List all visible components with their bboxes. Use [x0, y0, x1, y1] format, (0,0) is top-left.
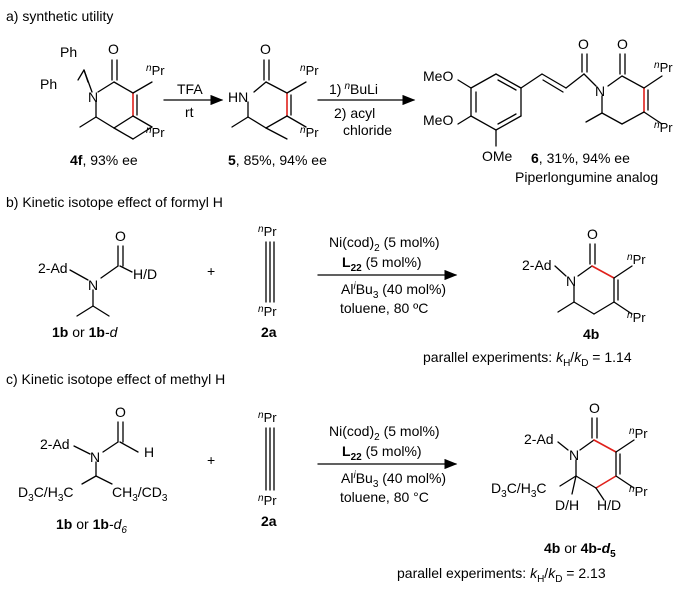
4f-pr-bottom: nPr [146, 125, 165, 140]
arrow1-below: rt [185, 104, 194, 120]
4f-n: N [88, 89, 98, 105]
4bd5-ad: 2-Ad [524, 431, 554, 447]
1b-n: N [88, 277, 98, 293]
1b-hd: H/D [133, 266, 157, 282]
kie-b: parallel experiments: kH/kD = 1.14 [423, 349, 632, 369]
6-n: N [595, 83, 605, 99]
5-pr-top: nPr [300, 63, 319, 78]
4bd5-pr-top: nPr [629, 426, 648, 441]
4b-o: O [587, 226, 598, 242]
compound-1b-d6: 2-Ad N O H D3C/H3C CH3/CD3 1b or 1b-d6 [18, 404, 168, 536]
compound-4b: 2-Ad N O nPr nPr 4b [522, 226, 646, 342]
2a-b-pr-bottom: nPr [258, 304, 277, 319]
6-o-2: O [617, 36, 628, 52]
b-ligand: L22 (5 mol%) [342, 254, 422, 274]
4f-pr-top: nPr [146, 63, 165, 78]
2a-b-label: 2a [261, 324, 277, 340]
2a-b-pr-top: nPr [258, 224, 277, 239]
4bd5-pr-bottom: nPr [629, 484, 648, 499]
b-catalyst: Ni(cod)2 (5 mol%) [329, 234, 440, 254]
4b-n: N [566, 273, 576, 289]
4b-ad: 2-Ad [522, 257, 552, 273]
arrow2-step2b: chloride [343, 122, 392, 138]
5-label: 5, 85%, 94% ee [228, 152, 327, 168]
1bd6-right: CH3/CD3 [112, 484, 168, 504]
5-o: O [260, 41, 271, 57]
arrow2-step2: 2) acyl [334, 105, 375, 121]
4bd5-n: N [569, 447, 579, 463]
1b-label: 1b or 1b-d [52, 324, 119, 340]
1b-ad: 2-Ad [38, 260, 68, 276]
6-o-1: O [578, 36, 589, 52]
1bd6-h: H [144, 444, 154, 460]
6-label: 6, 31%, 94% ee [531, 150, 630, 166]
6-meo-2: MeO [423, 112, 453, 128]
arrow2-step1: 1)nBuLi [329, 81, 378, 97]
b-solvent: toluene, 80 ºC [340, 300, 428, 316]
compound-5: HN O nPr nPr 5, 85%, 94% ee [228, 41, 327, 168]
arrow1-above: TFA [177, 81, 203, 97]
1bd6-n: N [90, 449, 100, 465]
2a-c-pr-top: nPr [258, 410, 277, 425]
alkyne-2a-b: nPr nPr 2a [258, 224, 277, 340]
compound-4b-d5: 2-Ad N O nPr nPr D3C/H3C D/H H/D 4b or 4… [491, 400, 648, 560]
1bd6-o: O [115, 404, 126, 420]
arrow-buli: 1)nBuLi 2) acyl chloride [317, 81, 416, 138]
6-ome: OMe [482, 148, 513, 164]
alkyne-2a-c: nPr nPr 2a [258, 410, 277, 529]
4bd5-hd: H/D [597, 497, 621, 513]
5-hn: HN [228, 89, 248, 105]
compound-1b: 2-Ad N O H/D 1b or 1b-d [38, 228, 157, 340]
conditions-c: Ni(cod)2 (5 mol%) L22 (5 mol%) AliBu3 (4… [317, 423, 458, 505]
4bd5-dh: D/H [555, 497, 579, 513]
c-ligand: L22 (5 mol%) [342, 443, 422, 463]
section-c-title: c) Kinetic isotope effect of methyl H [6, 371, 225, 387]
arrow-tfa: TFA rt [163, 81, 224, 120]
c-catalyst: Ni(cod)2 (5 mol%) [329, 423, 440, 443]
6-meo-1: MeO [423, 68, 453, 84]
4b-label: 4b [583, 326, 599, 342]
4bd5-left: D3C/H3C [491, 480, 547, 500]
1b-o: O [115, 228, 126, 244]
4f-ph-1: Ph [60, 44, 77, 60]
conditions-b: Ni(cod)2 (5 mol%) L22 (5 mol%) AliBu3 (4… [317, 234, 458, 316]
6-pr-top: nPr [654, 60, 673, 75]
4b-pr-bottom: nPr [627, 310, 646, 325]
1bd6-ad: 2-Ad [40, 436, 70, 452]
5-pr-bottom: nPr [300, 125, 319, 140]
compound-4f: Ph Ph N O nPr nPr 4f, 93% ee [40, 41, 165, 168]
4f-o: O [108, 41, 119, 57]
4f-ph-2: Ph [40, 76, 57, 92]
kie-c: parallel experiments: kH/kD = 2.13 [397, 565, 606, 585]
6-sublabel: Piperlongumine analog [515, 169, 658, 185]
c-solvent: toluene, 80 °C [340, 489, 429, 505]
4bd5-o: O [589, 400, 600, 416]
4bd5-label: 4b or 4b-d5 [544, 540, 616, 560]
2a-c-label: 2a [261, 513, 277, 529]
6-pr-bottom: nPr [654, 120, 673, 135]
2a-c-pr-bottom: nPr [258, 493, 277, 508]
1bd6-left: D3C/H3C [18, 484, 74, 504]
section-b-title: b) Kinetic isotope effect of formyl H [6, 194, 223, 210]
1bd6-label: 1b or 1b-d6 [56, 516, 127, 536]
4f-label: 4f, 93% ee [70, 152, 138, 168]
section-a-title: a) synthetic utility [6, 8, 113, 24]
c-aluminum: AliBu3 (40 mol%) [341, 470, 446, 490]
compound-6: MeO MeO OMe O O N nPr nPr 6, 31%, 94% ee… [423, 36, 673, 185]
b-aluminum: AliBu3 (40 mol%) [341, 281, 446, 301]
plus-c: + [207, 452, 215, 468]
plus-b: + [207, 263, 215, 279]
4b-pr-top: nPr [627, 252, 646, 267]
